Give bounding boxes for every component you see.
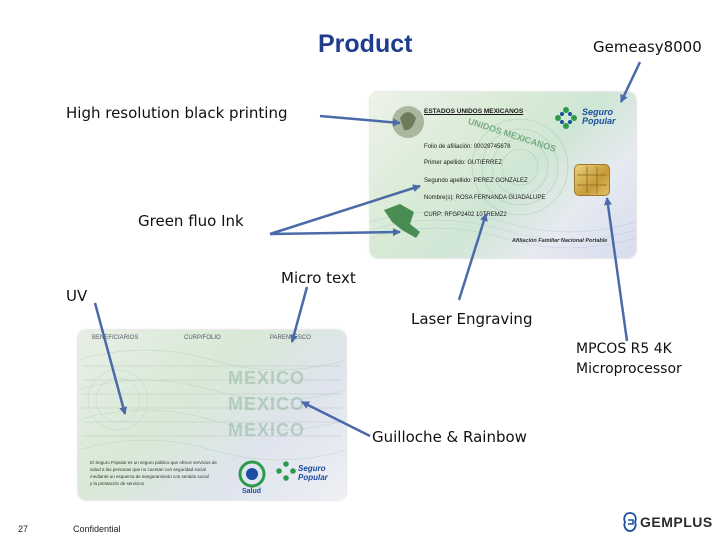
card-front-image: ESTADOS UNIDOS MEXICANOS UNIDOS MEXICANO…: [370, 92, 636, 258]
card-front-guilloche: [370, 106, 636, 249]
card-back-image: BENEFICIARIOS CURP/FOLIO PARENTESCO MEXI…: [78, 330, 346, 500]
page-title: Product: [318, 30, 413, 58]
gemplus-logo-icon: [623, 512, 637, 532]
arrow-gemeasy: [619, 61, 642, 103]
chip-contacts-icon: [577, 167, 607, 193]
card-back-watermark: MEXICO: [228, 394, 306, 414]
card-front-field-nombre: Nombre(s): ROSA FERNANDA GUADALUPE: [424, 195, 546, 201]
label-mpcos-line2: Microprocessor: [576, 361, 682, 377]
arrow-laser-engraving: [457, 213, 488, 301]
arrow-high-resolution: [319, 114, 401, 127]
card-back-guilloche: [78, 349, 346, 488]
card-front-footer: Afiliación Familiar Nacional Portable: [512, 238, 608, 244]
card-back-seguro-line2: Popular: [298, 473, 328, 482]
card-back-fineprint: salud a las personas que no cuentan con …: [90, 467, 206, 472]
card-back-fineprint: mediante un esquema de aseguramiento con…: [90, 474, 209, 479]
card-back-col-beneficiarios: BENEFICIARIOS: [92, 335, 139, 341]
label-gemeasy: Gemeasy8000: [593, 38, 702, 56]
arrow-guilloche: [301, 400, 371, 438]
arrow-green-fluo-2: [269, 228, 401, 237]
label-green-fluo-ink: Green fluo Ink: [138, 212, 244, 230]
arrow-uv: [93, 302, 128, 415]
card-front-seguro-popular-logo: Seguro Popular: [582, 108, 616, 126]
arrow-micro-text: [289, 286, 309, 343]
card-back-seguro-popular-logo: Seguro Popular: [298, 464, 328, 482]
label-guilloche-rainbow: Guilloche & Rainbow: [372, 428, 527, 446]
label-micro-text: Micro text: [281, 269, 356, 287]
arrow-green-fluo-1: [269, 184, 421, 236]
confidential-label: Confidential: [73, 524, 121, 534]
page-number: 27: [18, 524, 29, 534]
label-mpcos-line1: MPCOS R5 4K: [576, 341, 672, 357]
card-front-field-folio: Folio de afiliación: 00029745678: [424, 144, 511, 150]
card-front-field-segundo-apellido: Segundo apellido: PEREZ GONZALEZ: [424, 178, 528, 184]
card-back-watermark: MEXICO: [228, 368, 306, 388]
gemplus-logo-text: GEMPLUS: [640, 514, 713, 530]
arrow-mpcos: [604, 197, 629, 342]
card-back-seguro-line1: Seguro: [298, 464, 326, 473]
card-front-seguro-line2: Popular: [582, 116, 616, 126]
card-front-field-primer-apellido: Primer apellido: GUTIERREZ: [424, 160, 503, 166]
smart-chip-icon: [574, 164, 610, 196]
card-front-field-curp: CURP: RFGP2402 10TREMZ2: [424, 212, 507, 218]
label-mpcos-microprocessor: MPCOS R5 4K Microprocessor: [576, 339, 682, 379]
card-back-col-curp-folio: CURP/FOLIO: [184, 335, 221, 341]
card-front-seguro-line1: Seguro: [582, 107, 614, 117]
card-back-fineprint: El Seguro Popular es un seguro público q…: [90, 460, 217, 465]
label-high-resolution-printing: High resolution black printing: [66, 104, 288, 122]
card-back-watermark: MEXICO: [228, 420, 306, 440]
label-uv: UV: [66, 287, 88, 305]
card-back-fineprint: y la prestación de servicios: [90, 481, 145, 486]
card-back-salud-logo-text: Salud: [242, 488, 262, 495]
card-front-header: ESTADOS UNIDOS MEXICANOS: [424, 108, 524, 115]
label-laser-engraving: Laser Engraving: [411, 310, 533, 328]
